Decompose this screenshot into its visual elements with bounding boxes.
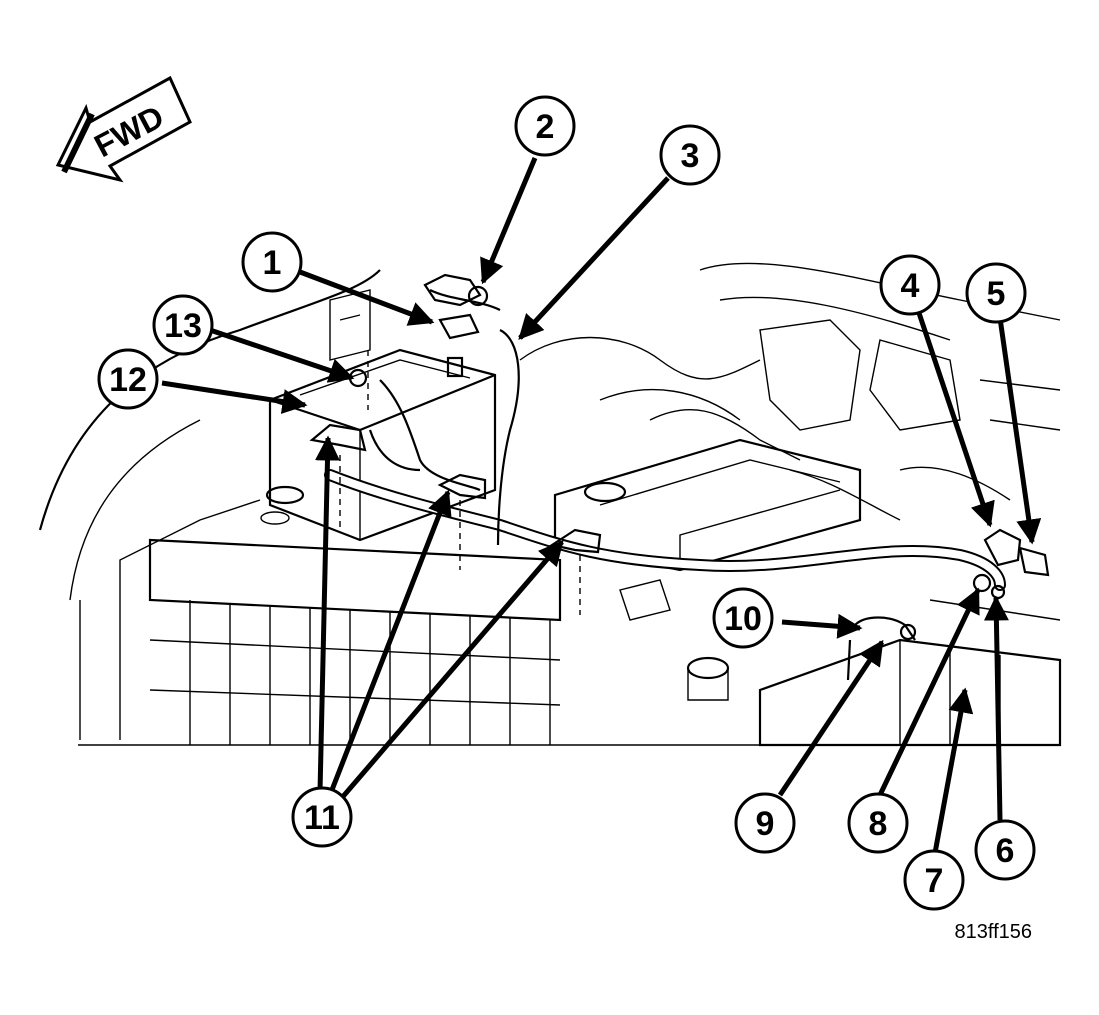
- callout-13-label: 13: [164, 307, 202, 345]
- callout-11-label: 11: [304, 799, 340, 837]
- callout-7: 7: [903, 849, 965, 911]
- callout-6-label: 6: [996, 832, 1015, 870]
- callout-6: 6: [974, 819, 1036, 881]
- callout-1: 1: [241, 231, 303, 293]
- callout-9: 9: [734, 792, 796, 854]
- callout-4-label: 4: [901, 267, 920, 305]
- callout-7-label: 7: [925, 862, 944, 900]
- callout-1-label: 1: [263, 244, 282, 282]
- callout-13: 13: [152, 294, 214, 356]
- callout-10-label: 10: [724, 600, 762, 638]
- callout-5: 5: [965, 262, 1027, 324]
- callout-11: 11: [291, 786, 353, 848]
- callout-9-label: 9: [756, 805, 775, 843]
- callout-12: 12: [97, 348, 159, 410]
- callout-3: 3: [659, 124, 721, 186]
- callout-2: 2: [514, 95, 576, 157]
- callout-4: 4: [879, 254, 941, 316]
- leader-arrows: [161, 157, 1042, 854]
- callout-3-label: 3: [681, 137, 700, 175]
- callout-8-label: 8: [869, 805, 888, 843]
- figure-id: 813ff156: [955, 921, 1033, 943]
- callout-12-label: 12: [109, 361, 147, 399]
- callout-5-label: 5: [987, 275, 1006, 313]
- callout-10: 10: [712, 587, 774, 649]
- fwd-arrow: FWD: [55, 75, 192, 183]
- callout-2-label: 2: [536, 108, 555, 146]
- callout-8: 8: [847, 792, 909, 854]
